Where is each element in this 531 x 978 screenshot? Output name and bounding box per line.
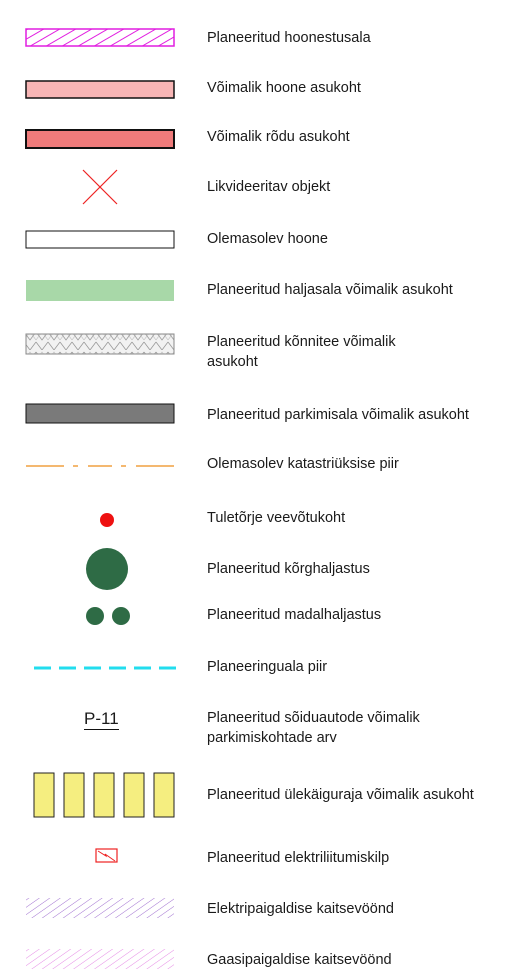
legend-label: Võimalik hoone asukoht <box>207 80 361 96</box>
legend-label: Planeeritud ülekäiguraja võimalik asukoh… <box>207 787 474 803</box>
legend-item-katastriuksus: Olemasolev katastriüksise piir <box>0 453 531 479</box>
legend-item-elektrikilp: Planeeritud elektriliitumiskilp <box>0 845 531 871</box>
legend-label: Planeeritud haljasala võimalik asukoht <box>207 282 453 298</box>
legend-label: Tuletõrje veevõtukoht <box>207 510 346 526</box>
legend-label: Planeeritud elektriliitumiskilp <box>207 850 390 866</box>
legend-label: Olemasolev katastriüksise piir <box>207 456 399 472</box>
red-cross-icon <box>82 169 118 205</box>
legend-label-continued: asukoht <box>207 354 258 370</box>
legend-item-madalhaljastus: Planeeritud madalhaljastus <box>0 603 531 629</box>
legend-item-konnitee: Planeeritud kõnnitee võimalik asukoht <box>0 330 531 376</box>
parking-count-symbol: P-11 <box>84 709 119 730</box>
legend-item-haljasala: Planeeritud haljasala võimalik asukoht <box>0 279 531 305</box>
legend-label: Olemasolev hoone <box>207 231 328 247</box>
legend-label: Planeeritud hoonestusala <box>207 30 371 46</box>
legend-label: Planeeritud sõiduautode võimalik <box>207 710 420 726</box>
legend-label: Planeeritud parkimisala võimalik asukoht <box>207 407 469 423</box>
red-box-icon <box>25 129 175 149</box>
red-dot-icon <box>100 513 114 527</box>
cyan-dashed-line-icon <box>34 666 182 670</box>
magenta-hatch-box-icon <box>25 28 175 47</box>
legend-item-korghaljastus: Planeeritud kõrghaljastus <box>0 544 531 594</box>
white-box-icon <box>25 230 175 249</box>
crosswalk-stripes-icon <box>33 772 175 818</box>
legend-item-hoone: Võimalik hoone asukoht <box>0 78 531 104</box>
legend-item-olemasolev-hoone: Olemasolev hoone <box>0 228 531 254</box>
legend-label: Võimalik rõdu asukoht <box>207 129 350 145</box>
legend-item-planeeringuala: Planeeringuala piir <box>0 655 531 681</box>
legend-label-continued: parkimiskohtade arv <box>207 730 337 746</box>
legend-label: Elektripaigaldise kaitsevöönd <box>207 901 394 917</box>
pink-hatch-icon <box>26 949 174 969</box>
legend-item-hoonestusala: Planeeritud hoonestusala <box>0 26 531 52</box>
gray-box-icon <box>25 403 175 424</box>
legend-item-ulekaigurada: Planeeritud ülekäiguraja võimalik asukoh… <box>0 770 531 820</box>
legend-item-likvideeritav: Likvideeritav objekt <box>0 167 531 207</box>
purple-hatch-icon <box>26 898 174 918</box>
paving-pattern-icon <box>25 333 175 355</box>
legend-label: Likvideeritav objekt <box>207 179 331 195</box>
shrub-circles-icon <box>86 607 130 625</box>
legend-item-parkimiskohad: P-11 Planeeritud sõiduautode võimalik pa… <box>0 708 531 754</box>
orange-dashdot-line-icon <box>26 465 174 467</box>
pink-box-icon <box>25 80 175 99</box>
legend-label: Planeeringuala piir <box>207 659 328 675</box>
legend-label: Gaasipaigaldise kaitsevöönd <box>207 952 392 968</box>
legend-item-tuletorje: Tuletõrje veevõtukoht <box>0 506 531 532</box>
legend-label: Planeeritud kõrghaljastus <box>207 561 370 577</box>
tree-circle-icon <box>86 548 128 590</box>
legend-label: Planeeritud kõnnitee võimalik <box>207 334 396 350</box>
electric-box-icon <box>95 848 118 863</box>
legend-item-elektri-kaitsevoond: Elektripaigaldise kaitsevöönd <box>0 896 531 922</box>
legend-item-parkimisala: Planeeritud parkimisala võimalik asukoht <box>0 401 531 427</box>
green-area-icon <box>26 280 174 301</box>
legend-item-gaasi-kaitsevoond: Gaasipaigaldise kaitsevöönd <box>0 947 531 973</box>
legend-label: Planeeritud madalhaljastus <box>207 607 382 623</box>
legend-item-rodu: Võimalik rõdu asukoht <box>0 127 531 153</box>
